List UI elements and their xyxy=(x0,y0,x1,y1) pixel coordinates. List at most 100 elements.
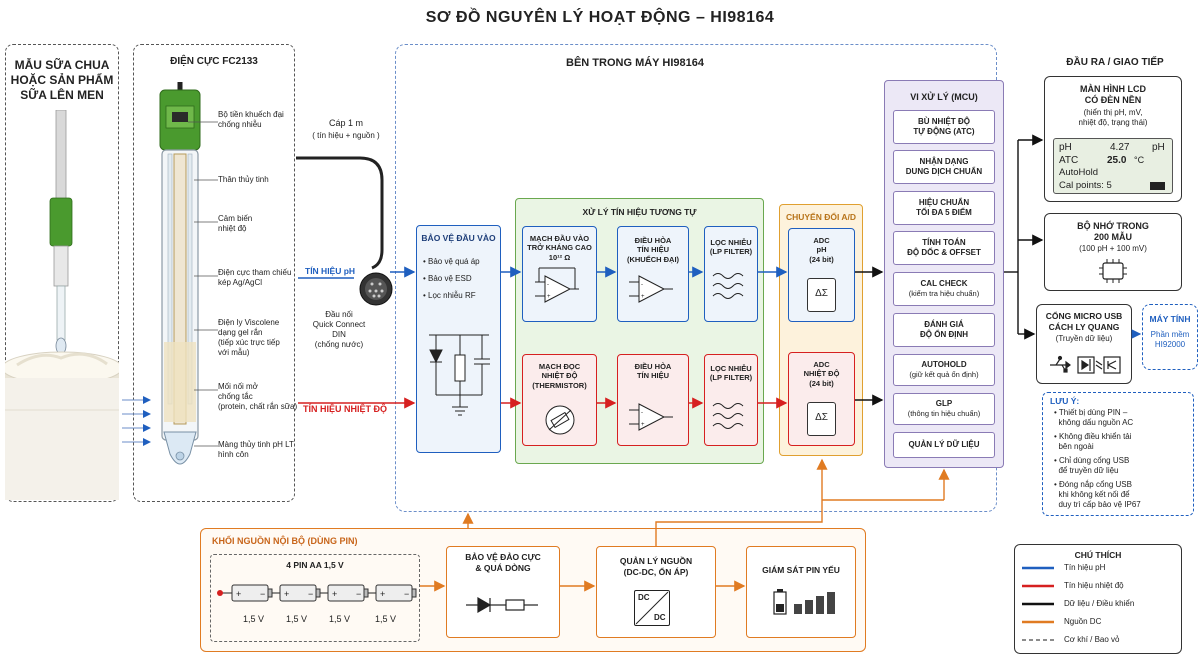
probe-illustration xyxy=(159,82,201,465)
sample-title-line-1: MẪU SỮA CHUA xyxy=(14,58,110,72)
analog-circuit-glyphs: - + - + - + xyxy=(535,267,744,435)
ph-conditioning-label: ĐIỀU HÒA TÍN HIỆU (KHUẾCH ĐẠI) xyxy=(626,236,680,264)
probe-label-preamp: Bộ tiền khuếch đại chống nhiễu xyxy=(218,110,284,129)
svg-text:+: + xyxy=(641,422,645,428)
mcu-title: VI XỬ LÝ (MCU) xyxy=(910,92,978,102)
note-item-no-load: • Không điều khiển tải bên ngoài xyxy=(1054,432,1132,451)
mcu-item-glp: GLP (thông tin hiệu chuẩn) xyxy=(893,393,995,425)
pc-title: MÁY TÍNH xyxy=(1149,314,1191,324)
legend-block xyxy=(1014,544,1182,654)
mcu-item-cal-check: CAL CHECK (kiểm tra hiệu chuẩn) xyxy=(893,272,995,306)
analog-title: XỬ LÝ TÍN HIỆU TƯƠNG TỰ xyxy=(582,207,697,217)
svg-text:−: − xyxy=(356,589,361,599)
battery-pack-title: 4 PIN AA 1,5 V xyxy=(286,560,344,570)
sample-panel xyxy=(5,44,119,502)
yogurt-cup-illustration xyxy=(5,110,119,500)
lcd-title: MÀN HÌNH LCD CÓ ĐÈN NỀN xyxy=(1080,84,1146,106)
ph-conditioning xyxy=(617,226,689,322)
lcd-autohold: AutoHold xyxy=(1059,167,1099,178)
temp-filter-label: LỌC NHIỄU (LP FILTER) xyxy=(709,364,753,383)
power-management-title: QUẢN LÝ NGUỒN (DC-DC, ỔN ÁP) xyxy=(619,556,693,577)
adc-temp-symbol: ΔΣ xyxy=(815,412,828,423)
mcu-item-data-management-label: QUẢN LÝ DỮ LIỆU xyxy=(908,440,980,449)
sample-title-line-3: SỮA LÊN MEN xyxy=(20,88,104,102)
mcu-item-glp-label: GLP xyxy=(935,399,953,409)
temp-signal-label: TÍN HIỆU NHIỆT ĐỘ xyxy=(303,404,388,414)
mcu-item-atc-label: BÙ NHIỆT ĐỘ TỰ ĐỘNG (ATC) xyxy=(913,117,975,136)
probe-leader-lines xyxy=(188,121,218,447)
svg-text:-: - xyxy=(641,282,643,288)
svg-text:+: + xyxy=(641,294,645,300)
lcd-atc-label: ATC xyxy=(1059,155,1079,166)
svg-text:+: + xyxy=(332,589,337,599)
input-protection-title: BẢO VỆ ĐẦU VÀO xyxy=(421,233,496,243)
legend-item-mech: Cơ khí / Bao vỏ xyxy=(1064,635,1120,644)
svg-text:−: − xyxy=(260,589,265,599)
usb-title: CỔNG MICRO USB CÁCH LY QUANG xyxy=(1045,311,1123,332)
protection-circuit-icon xyxy=(429,334,490,416)
svg-text:+: + xyxy=(547,294,551,300)
reverse-protection-block xyxy=(446,546,560,638)
lcd-temp-unit: °C xyxy=(1134,155,1145,165)
mcu-item-buffer-id: NHẬN DẠNG DUNG DỊCH CHUẨN xyxy=(893,150,995,184)
dcdc-top-label: DC xyxy=(638,593,650,602)
connector-label: Đầu nối Quick Connect DIN (chống nước) xyxy=(312,310,366,349)
cell-voltage-3: 1,5 V xyxy=(329,614,351,624)
battery-level-icon xyxy=(773,589,835,615)
adc-temp-chip xyxy=(807,402,836,436)
protection-item-esd: • Bảo vệ ESD xyxy=(423,274,472,283)
memory-sub: (100 pH + 100 mV) xyxy=(1079,244,1147,253)
cable-label: Cáp 1 m xyxy=(328,118,363,128)
mcu-item-data-management: QUẢN LÝ DỮ LIỆU xyxy=(893,432,995,458)
protection-item-overvoltage: • Bảo vệ quá áp xyxy=(423,257,480,266)
adc-ph-symbol: ΔΣ xyxy=(815,288,828,299)
usb-sub: (Truyền dữ liệu) xyxy=(1055,334,1113,343)
svg-text:+: + xyxy=(380,589,385,599)
diode-resistor-icon xyxy=(466,596,538,614)
lcd-sub: (hiển thị pH, mV, nhiệt độ, trạng thái) xyxy=(1078,108,1148,127)
probe-label-reference: Điện cực tham chiếu kép Ag/AgCl xyxy=(218,268,292,287)
temp-input-label: MẠCH ĐỌC NHIỆT ĐỘ (THERMISTOR) xyxy=(532,362,587,390)
legend-swatches xyxy=(1022,566,1054,641)
chip-icon xyxy=(1099,259,1127,283)
cable-drawing xyxy=(296,156,393,306)
legend-title: CHÚ THÍCH xyxy=(1074,550,1122,560)
probe-label-temp-sensor: Cảm biến nhiệt độ xyxy=(218,214,253,233)
lcd-ph-value: 4.27 xyxy=(1110,142,1130,153)
svg-text:−: − xyxy=(308,589,313,599)
temp-filter xyxy=(704,354,758,446)
low-battery-block xyxy=(746,546,856,638)
mcu-item-atc: BÙ NHIỆT ĐỘ TỰ ĐỘNG (ATC) xyxy=(893,110,995,144)
mcu-item-glp-sub: (thông tin hiệu chuẩn) xyxy=(907,409,981,419)
mcu-item-stability-label: ĐÁNH GIÁ ĐỘ ỔN ĐỊNH xyxy=(920,320,968,339)
svg-text:-: - xyxy=(641,410,643,416)
cell-voltage-1: 1,5 V xyxy=(243,614,265,624)
battery-icon xyxy=(1150,182,1165,190)
lcd-ph-label: pH xyxy=(1059,142,1072,153)
dcdc-diagonal xyxy=(635,591,669,625)
battery-pack xyxy=(210,554,420,642)
ph-input-circuit xyxy=(522,226,597,322)
temp-conditioning-label: ĐIỀU HÒA TÍN HIỆU xyxy=(634,362,672,381)
svg-text:-: - xyxy=(547,282,549,288)
lcd-temp-value: 25.0 xyxy=(1107,155,1127,166)
cable-sublabel: ( tín hiệu + nguồn ) xyxy=(312,131,380,140)
mcu-item-cal-check-label: CAL CHECK xyxy=(920,279,968,289)
svg-text:+: + xyxy=(284,589,289,599)
pc-block xyxy=(1142,304,1198,370)
memory-title: BỘ NHỚ TRONG 200 MẪU xyxy=(1077,221,1149,243)
cell-voltage-2: 1,5 V xyxy=(286,614,308,624)
reverse-protection-title: BẢO VỆ ĐẢO CỰC & QUÁ DÒNG xyxy=(465,552,541,573)
mcu-item-autohold: AUTOHOLD (giữ kết quả ổn định) xyxy=(893,354,995,386)
low-battery-title: GIÁM SÁT PIN YẾU xyxy=(762,565,840,575)
mcu-item-calibration-label: HIỆU CHUẨN TỐI ĐA 5 ĐIỂM xyxy=(916,198,972,217)
legend-item-power: Nguồn DC xyxy=(1064,617,1102,626)
pc-sub: Phần mềm HI92000 xyxy=(1150,330,1190,349)
usb-icon xyxy=(1050,355,1121,374)
ph-filter xyxy=(704,226,758,322)
mcu-item-slope-offset-label: TÍNH TOÁN ĐỘ DỐC & OFFSET xyxy=(907,238,981,257)
lcd-ph-unit: pH xyxy=(1152,142,1165,153)
legend-item-data: Dữ liệu / Điều khiển xyxy=(1064,599,1135,608)
notes-block xyxy=(1042,392,1194,516)
